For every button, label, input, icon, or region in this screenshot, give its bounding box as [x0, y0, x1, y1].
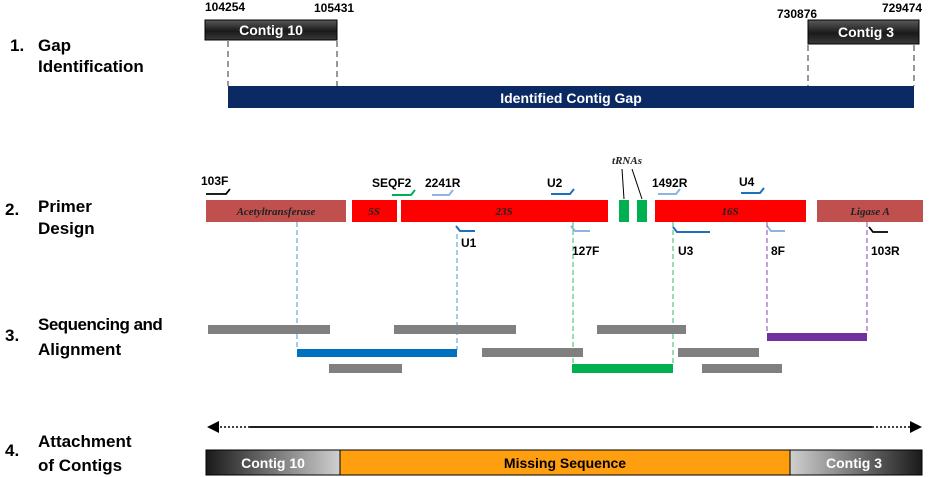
- gene-5s-label: 5S: [368, 206, 380, 218]
- primer-u1-arrow: [455, 225, 475, 232]
- gene-23s: [401, 200, 608, 222]
- step-4-line1: Attachment: [38, 432, 132, 451]
- step-4-number: 4.: [5, 441, 19, 460]
- read-gray-5: [678, 348, 759, 357]
- step-2-line1: Primer: [38, 197, 92, 216]
- gene-5s: [352, 200, 397, 222]
- step-1-line2: Identification: [38, 57, 144, 76]
- primer-u4-label: U4: [739, 175, 755, 189]
- primer-u2-label: U2: [547, 176, 563, 190]
- coord-right-start: 730876: [777, 7, 817, 21]
- final-contig-10: [205, 449, 341, 476]
- primer-103r-arrow: [868, 226, 888, 233]
- primer-8f-arrow: [766, 225, 785, 232]
- step-2-label: 2. Primer Design: [5, 197, 95, 238]
- final-contig-3-label: Contig 3: [826, 455, 882, 471]
- contig-10-block: [204, 19, 338, 41]
- span-arrowhead-left: [207, 421, 219, 433]
- read-gray-1: [208, 325, 330, 334]
- gene-ligase-a: [817, 200, 923, 222]
- attachment-of-contigs: Contig 10 Missing Sequence Contig 3: [205, 421, 923, 476]
- coord-right-end: 729474: [882, 1, 922, 15]
- gene-ligase-a-label: Ligase A: [849, 206, 890, 218]
- gene-16s: [655, 200, 806, 222]
- primer-127f-label: 127F: [572, 244, 599, 258]
- step-1-label: 1. Gap Identification: [10, 36, 144, 76]
- read-purple: [767, 333, 867, 341]
- sequencing-alignment: [208, 222, 868, 373]
- primer-design: Acetyltransferase 5S 23S tRNAs 16S Ligas…: [201, 155, 923, 258]
- coord-left-start: 104254: [205, 0, 245, 14]
- trna-pointer-1: [621, 168, 625, 200]
- gene-acetyltransferase: [206, 200, 346, 222]
- read-green: [572, 364, 673, 373]
- step-1-line1: Gap: [38, 36, 71, 55]
- trna-2: [637, 200, 647, 222]
- step-2-number: 2.: [5, 200, 19, 219]
- primer-103f-arrow: [206, 188, 231, 195]
- primer-103r-label: 103R: [871, 244, 900, 258]
- step-3-line1: Sequencing and: [38, 315, 162, 334]
- coord-left-end: 105431: [314, 1, 354, 15]
- contig-3-label: Contig 3: [838, 24, 894, 40]
- primer-2241r-arrow: [432, 189, 454, 196]
- step-2-line2: Design: [38, 219, 95, 238]
- final-contig-10-label: Contig 10: [241, 455, 305, 471]
- step-3-line2: Alignment: [38, 340, 121, 359]
- identified-gap-label: Identified Contig Gap: [500, 90, 642, 106]
- read-gray-6: [329, 364, 402, 373]
- primer-seqf2-arrow: [392, 189, 416, 196]
- read-gray-4: [482, 348, 583, 357]
- gene-23s-label: 23S: [494, 206, 512, 218]
- final-contig-3: [789, 449, 923, 476]
- primer-u1-label: U1: [461, 236, 477, 250]
- primer-1492r-label: 1492R: [652, 176, 688, 190]
- read-gray-3: [597, 325, 686, 334]
- primer-127f-arrow: [570, 225, 590, 232]
- gap-identification: 104254 105431 730876 729474 Contig 10 Co…: [204, 0, 922, 108]
- trna-1: [619, 200, 629, 222]
- gene-16s-label: 16S: [721, 206, 738, 218]
- primer-103f-label: 103F: [201, 174, 228, 188]
- gene-acetyltransferase-label: Acetyltransferase: [236, 206, 316, 218]
- read-gray-7: [702, 364, 782, 373]
- step-4-label: 4. Attachment of Contigs: [5, 432, 132, 475]
- primer-u2-arrow: [551, 188, 575, 195]
- span-arrowhead-right: [910, 421, 922, 433]
- missing-sequence-bar: [339, 449, 791, 476]
- primer-u3-label: U3: [678, 244, 694, 258]
- primer-2241r-label: 2241R: [425, 176, 461, 190]
- primer-1492r-arrow: [658, 188, 681, 195]
- trna-pointer-2: [631, 168, 643, 200]
- read-gray-2: [394, 325, 516, 334]
- contig-10-label: Contig 10: [239, 22, 303, 38]
- contig-3-block: [807, 19, 920, 45]
- step-3-number: 3.: [5, 326, 19, 345]
- step-4-line2: of Contigs: [38, 456, 122, 475]
- step-1-number: 1.: [10, 36, 24, 55]
- read-blue: [297, 349, 457, 357]
- missing-sequence-label: Missing Sequence: [504, 455, 626, 471]
- identified-gap-bar: [228, 86, 914, 108]
- primer-u4-arrow: [741, 187, 765, 194]
- trna-label: tRNAs: [612, 155, 642, 167]
- primer-seqf2-label: SEQF2: [372, 176, 412, 190]
- step-3-label: 3. Sequencing and Alignment: [5, 315, 163, 359]
- primer-u3-arrow: [672, 226, 710, 233]
- primer-8f-label: 8F: [771, 244, 785, 258]
